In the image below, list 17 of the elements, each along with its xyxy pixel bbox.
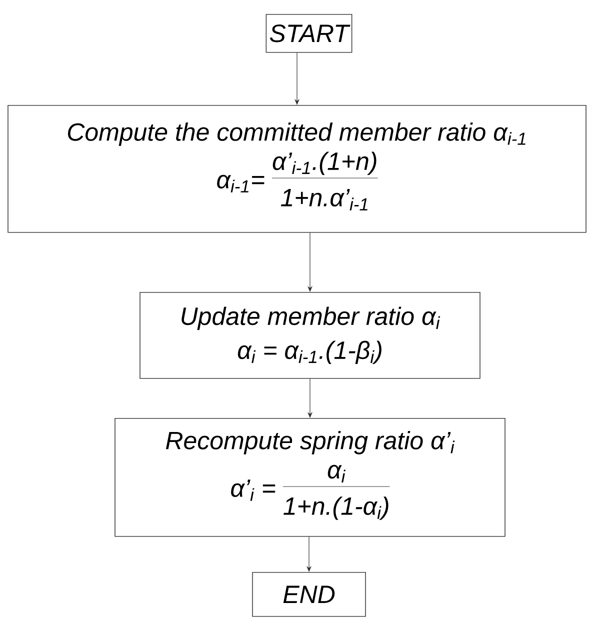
process-box xyxy=(114,418,506,537)
process-box xyxy=(140,292,480,379)
formula-text: α’$_{i}$ = xyxy=(231,480,276,501)
terminal-box xyxy=(266,14,352,53)
formula-text: α$_{i}$ = α$_{i-1}$.(1-β$_{i}$) xyxy=(238,340,382,364)
denominator-text: 1+n.(1-α$_{i}$) xyxy=(284,496,388,520)
numerator-text: α’$_{i-1}$.(1+n) xyxy=(272,152,376,176)
process-box xyxy=(8,105,586,233)
terminal-box xyxy=(252,572,366,617)
heading-text: Compute the committed member ratio α$_{i-1}$ xyxy=(68,122,526,146)
numerator-text: α$_{i}$ xyxy=(328,464,346,482)
denominator-text: 1+n.α’$_{i-1}$ xyxy=(280,189,368,210)
heading-text: Update member ratio α$_{i}$ xyxy=(182,306,440,330)
heading-text: Recompute spring ratio α’$_{i}$ xyxy=(166,431,455,454)
formula-text: α$_{i-1}$= xyxy=(217,174,264,192)
heading-text: START xyxy=(270,24,350,42)
heading-text: END xyxy=(283,586,335,603)
